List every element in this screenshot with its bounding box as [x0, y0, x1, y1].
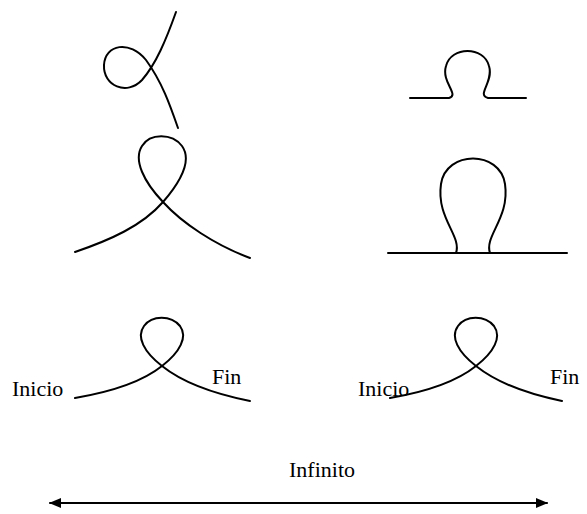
alpha-curl: [104, 12, 178, 128]
twisted-loop: [75, 318, 250, 401]
infinity-label: Infinito: [289, 459, 355, 481]
twisted-loop: [390, 318, 562, 401]
start-label: Inicio: [12, 378, 63, 400]
end-label: Fin: [212, 366, 241, 388]
end-label: Fin: [550, 366, 579, 388]
loop-on-line: [440, 159, 505, 254]
omega-loop: [410, 51, 526, 98]
double-arrow: [50, 502, 547, 504]
straight-line: [388, 252, 567, 254]
twisted-loop: [75, 136, 250, 258]
start-label: Inicio: [358, 378, 409, 400]
